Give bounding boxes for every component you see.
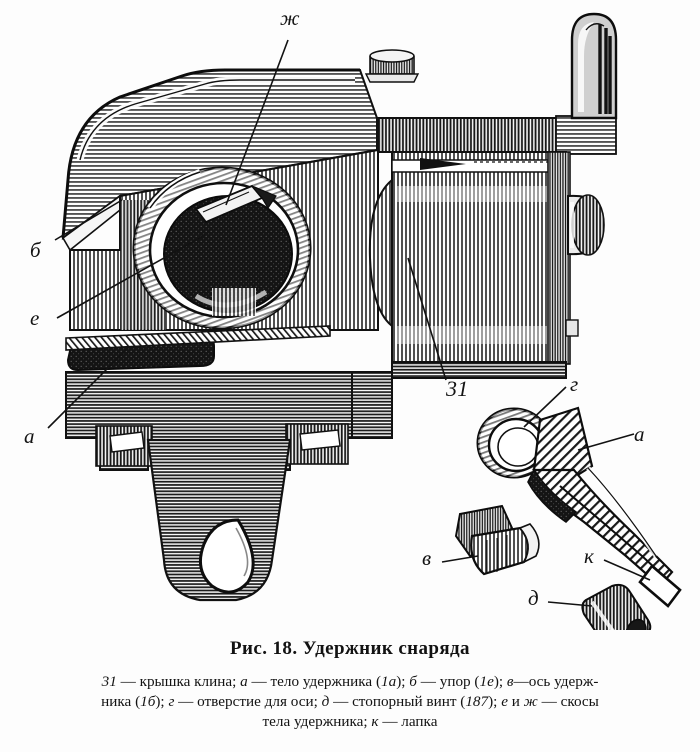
breech-housing-right xyxy=(368,12,618,379)
legend-ref-1a: 1а xyxy=(381,673,397,690)
legend-ref-187: 187 xyxy=(465,692,489,710)
legend-ref-31: 31 xyxy=(101,673,117,690)
legend-text-2m: — скосы xyxy=(537,692,599,710)
legend-text-2k: и xyxy=(507,692,524,710)
detail-stop-screw xyxy=(581,583,652,630)
legend-text-1b: — крышка клина; xyxy=(116,673,241,690)
detail-axle-pin xyxy=(454,504,540,576)
callout-label-a-right: а xyxy=(634,422,645,446)
callout-label-zh: ж xyxy=(280,6,300,30)
legend-text-1h: — упор ( xyxy=(416,673,480,690)
callout-label-a-left: а xyxy=(24,424,35,448)
legend-ref-a: а xyxy=(240,673,248,690)
legend-text-1l: —ось удерж- xyxy=(513,673,599,690)
figure-title: Рис. 18. Удержник снаряда xyxy=(230,638,470,659)
breech-cap-assembly xyxy=(61,49,420,602)
callout-label-v: в xyxy=(422,546,432,570)
legend-ref-b: б xyxy=(409,673,417,690)
legend-text-1f: ); xyxy=(396,673,410,690)
legend-ref-1b: 1б xyxy=(140,692,156,710)
legend-ref-g: г xyxy=(168,692,175,710)
legend-text-2i: ); xyxy=(488,692,502,710)
callout-label-k: к xyxy=(584,544,595,568)
legend-ref-k: к xyxy=(371,712,379,730)
legend-text-3a: тела удержника; xyxy=(262,712,372,730)
breech-ring-recess xyxy=(132,166,312,330)
legend-text-2e: — отверстие для оси; xyxy=(174,692,322,710)
legend-text-3c: — лапка xyxy=(378,712,438,730)
legend-text-1j: ); xyxy=(493,673,507,690)
legend-ref-v: в xyxy=(506,673,514,690)
callout-label-e: е xyxy=(30,306,40,330)
legend-text-2g: — стопорный винт ( xyxy=(329,692,466,710)
callout-label-g: г xyxy=(570,372,579,396)
leader-lines xyxy=(47,39,651,607)
figure-legend: 31 — крышка клина; а — тело удержника (1… xyxy=(0,672,700,731)
callout-label-b: б xyxy=(30,238,41,262)
engraving-artwork xyxy=(47,12,682,630)
callout-label-d: д xyxy=(528,586,539,610)
legend-text-2c: ); xyxy=(155,692,169,710)
illustration: ж б е а 31 г а в к д xyxy=(24,6,682,630)
legend-ref-1e: 1е xyxy=(479,673,494,690)
legend-text-1d: — тело удержника ( xyxy=(247,673,382,690)
legend-ref-zh: ж xyxy=(523,692,538,710)
detail-retainer-body xyxy=(476,406,682,608)
legend-line-1: 31 — крышка клина; а — тело удержника (1… xyxy=(6,672,694,692)
legend-line-3: тела удержника; к — лапка xyxy=(6,712,694,732)
legend-line-2: ника (1б); г — отверстие для оси; д — ст… xyxy=(6,692,694,712)
legend-ref-e: е xyxy=(501,692,508,710)
legend-ref-d: д xyxy=(321,692,330,710)
figure-caption: Рис. 18. Удержник снаряда 31 — крышка кл… xyxy=(0,638,700,731)
callout-label-31: 31 xyxy=(446,376,469,401)
legend-text-2a: ника ( xyxy=(101,692,141,710)
